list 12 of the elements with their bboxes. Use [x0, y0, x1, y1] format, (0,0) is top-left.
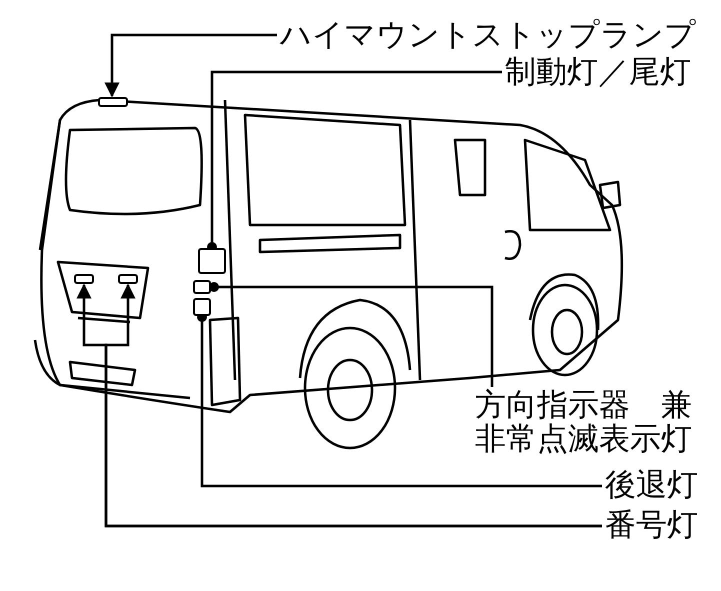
- callout-label: 制動灯／尾灯: [505, 55, 691, 89]
- lamp-part: [118, 274, 138, 284]
- leader-line: [209, 282, 494, 387]
- callout-label: 後退灯: [605, 468, 698, 502]
- lamp-part: [74, 274, 94, 284]
- lamp-part: [98, 97, 128, 107]
- callout-label: ハイマウントストップランプ: [280, 18, 696, 52]
- lamp-part: [193, 298, 211, 316]
- leader-line: [104, 34, 277, 98]
- lamp-part: [193, 280, 211, 294]
- callout-label: 番号灯: [605, 508, 698, 542]
- lamp-part: [198, 248, 226, 274]
